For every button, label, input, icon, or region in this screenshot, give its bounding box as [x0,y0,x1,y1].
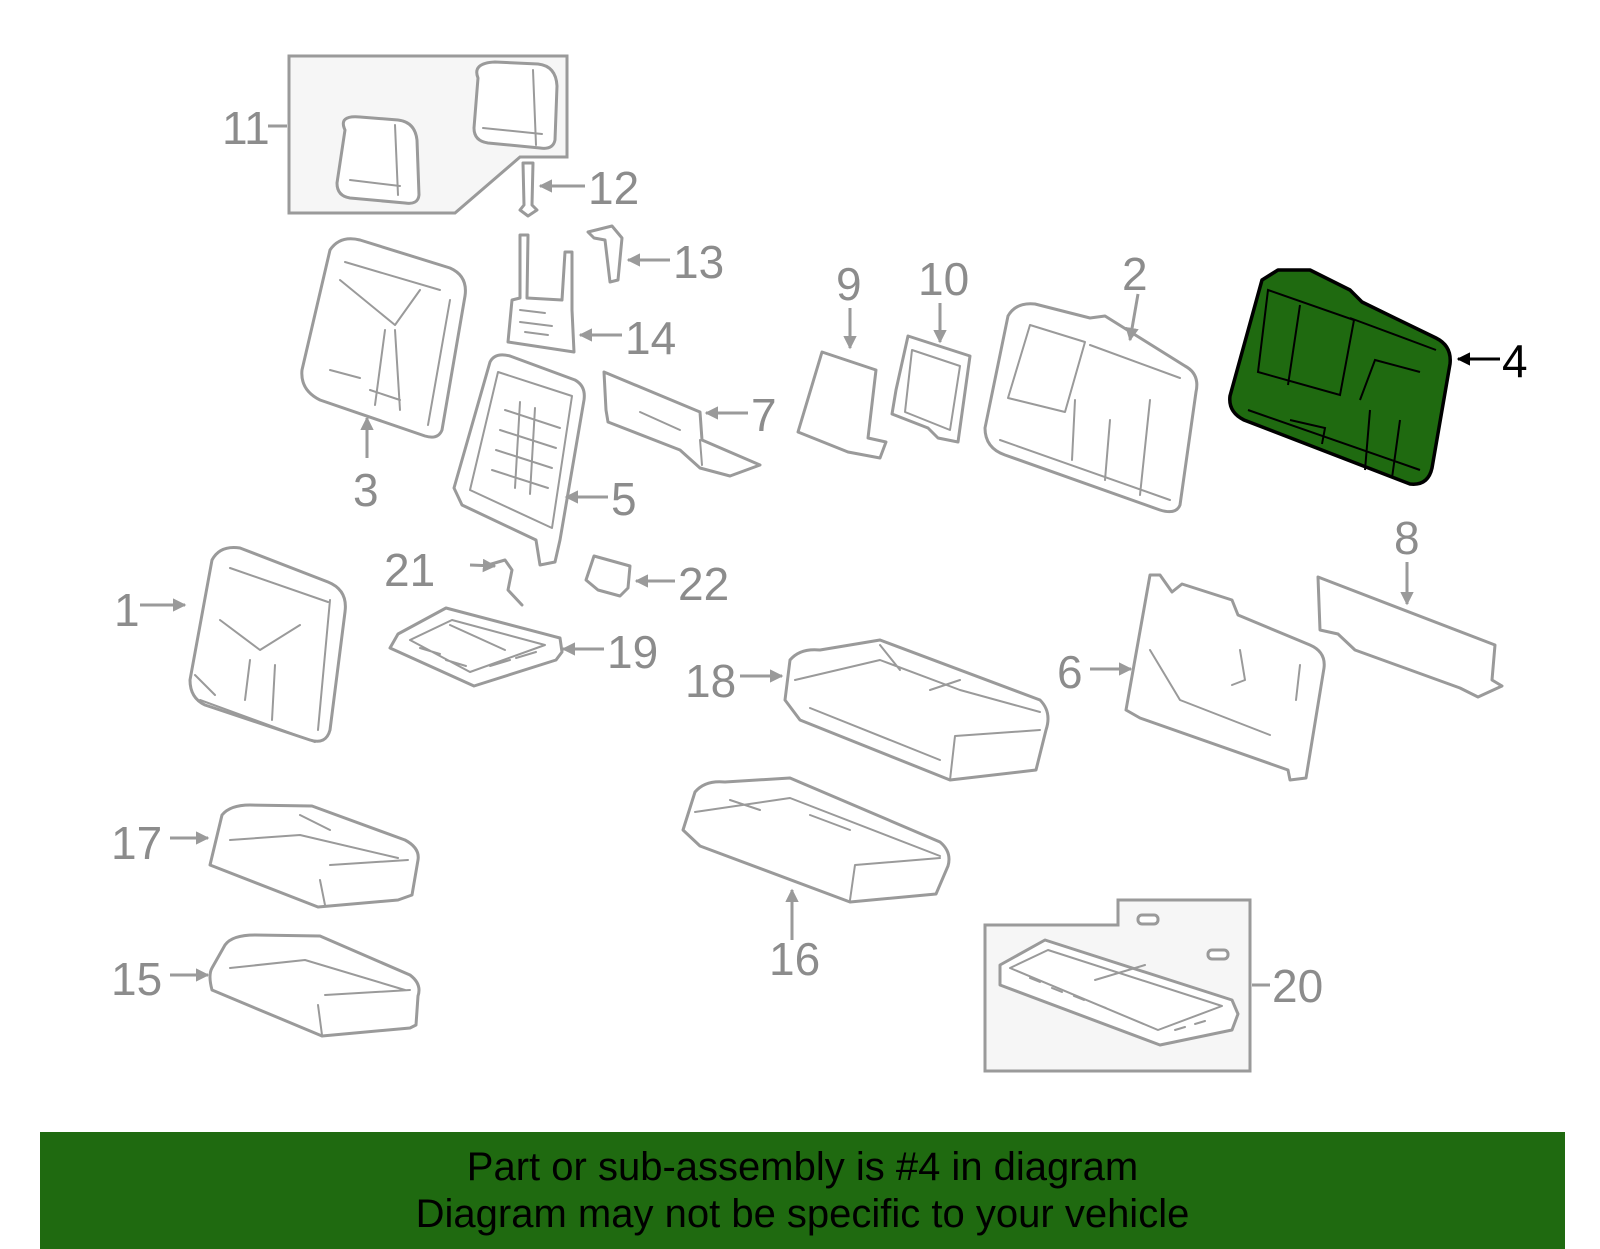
part-16-rear-seat-cushion[interactable] [681,776,951,904]
callout-11: 11 [222,102,270,154]
callout-9: 9 [836,258,862,310]
part-5-seatback-frame[interactable] [452,353,586,567]
callout-15: 15 [111,953,162,1005]
part-22-cover[interactable] [584,554,632,598]
part-9-panel[interactable] [796,350,888,460]
callout-22: 22 [678,558,729,610]
part-19-seat-frame[interactable] [388,606,564,688]
part-17-seat-cushion-cover[interactable] [208,803,420,909]
callout-16: 16 [769,933,820,985]
callout-3: 3 [353,464,379,516]
part-14-bracket[interactable] [506,233,576,354]
part-8-trim-bar[interactable] [1316,575,1504,699]
callout-8: 8 [1394,512,1420,564]
callout-12: 12 [588,162,639,214]
part-15-seat-cushion-pad[interactable] [208,933,421,1038]
callout-19: 19 [607,626,658,678]
callout-1: 1 [114,584,140,636]
part-18-seat-cushion[interactable] [783,638,1050,782]
callout-14: 14 [625,312,676,364]
info-banner: Part or sub-assembly is #4 in diagram Di… [40,1132,1565,1249]
callout-20: 20 [1272,960,1323,1012]
part-3-seatback-cover[interactable] [300,237,467,439]
part-11-headrest-assembly[interactable] [287,54,569,215]
banner-line-1: Part or sub-assembly is #4 in diagram [466,1145,1139,1189]
callout-21: 21 [384,544,435,596]
callout-4: 4 [1502,335,1528,387]
part-4-seatback-cover-highlighted[interactable] [1228,268,1452,486]
callout-7: 7 [751,389,777,441]
callout-10: 10 [918,253,969,305]
part-12-guide-pin[interactable] [518,161,539,218]
part-2-rear-seatback[interactable] [983,302,1199,514]
part-13-clip[interactable] [586,224,624,284]
callout-2: 2 [1122,248,1148,300]
part-6-back-panel[interactable] [1124,573,1326,782]
callout-18: 18 [685,655,736,707]
part-21-wire[interactable] [486,558,524,607]
callout-6: 6 [1057,646,1083,698]
banner-line-2: Diagram may not be specific to your vehi… [415,1192,1190,1236]
part-10-panel[interactable] [890,334,972,444]
callout-5: 5 [611,473,637,525]
callout-13: 13 [673,236,724,288]
callout-17: 17 [111,817,162,869]
part-20-seat-frame-assembly[interactable] [983,898,1252,1073]
part-1-front-seatback[interactable] [188,546,347,743]
part-7-trim-panel[interactable] [602,370,762,478]
